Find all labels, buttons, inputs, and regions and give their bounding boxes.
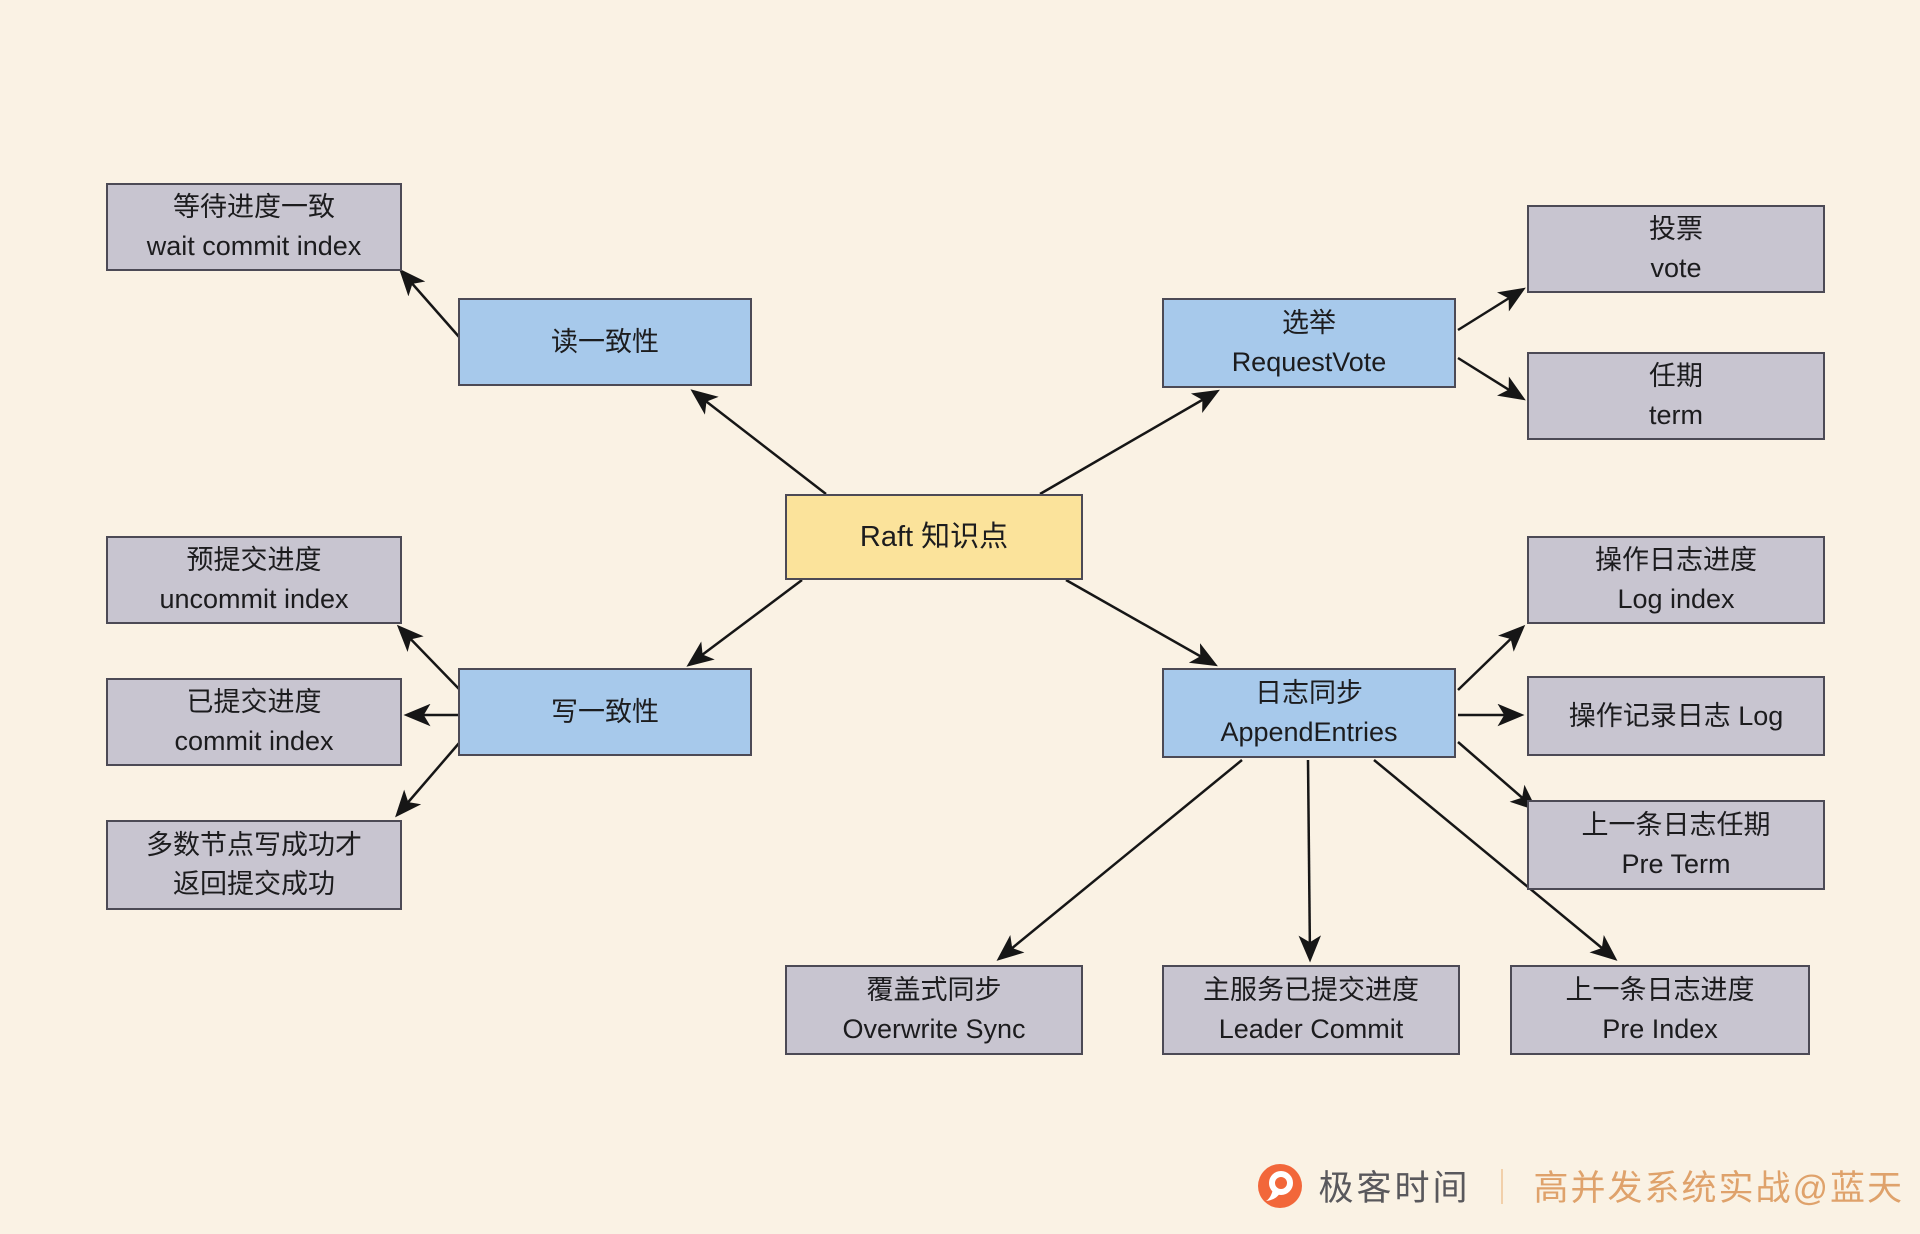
separator-bar: ｜ — [1484, 1169, 1520, 1208]
node-line: 任期 — [1649, 361, 1703, 391]
arrow-center-to-election — [1039, 389, 1220, 496]
node-read-consistency: 读一致性 — [458, 298, 752, 386]
node-line: 覆盖式同步 — [866, 975, 1002, 1005]
credit-text: 高并发系统实战@蓝天 — [1533, 1169, 1904, 1208]
geektime-logo-icon — [1256, 1162, 1304, 1210]
node-term: 任期 term — [1527, 352, 1825, 440]
node-line: 读一致性 — [551, 326, 659, 357]
node-line: Pre Index — [1602, 1014, 1718, 1044]
node-election-requestvote: 选举 RequestVote — [1162, 298, 1456, 388]
arrow-center-to-read — [690, 389, 827, 495]
node-leader-commit: 主服务已提交进度 Leader Commit — [1162, 965, 1460, 1055]
node-line: uncommit index — [159, 584, 349, 614]
node-vote: 投票 vote — [1527, 205, 1825, 293]
arrow-append-to-leadercommit — [1298, 759, 1322, 963]
node-line: Leader Commit — [1218, 1014, 1404, 1044]
node-line: 写一致性 — [551, 696, 659, 727]
node-uncommit-index: 预提交进度 uncommit index — [106, 536, 402, 624]
arrow-append-to-logindex — [1457, 624, 1526, 691]
arrow-write-to-majority — [395, 741, 461, 818]
node-operation-log: 操作记录日志 Log — [1527, 676, 1825, 756]
node-pre-term: 上一条日志任期 Pre Term — [1527, 800, 1825, 890]
node-line: Overwrite Sync — [842, 1014, 1026, 1044]
node-line: 选举 — [1282, 308, 1336, 338]
node-line: commit index — [174, 726, 334, 756]
node-line: 已提交进度 — [186, 687, 322, 717]
node-line: 操作日志进度 — [1595, 545, 1757, 575]
node-line: 上一条日志任期 — [1581, 810, 1771, 840]
node-line: 操作记录日志 Log — [1568, 700, 1784, 731]
node-line: wait commit index — [146, 231, 362, 261]
node-log-index: 操作日志进度 Log index — [1527, 536, 1825, 624]
node-line: 多数节点写成功才 — [146, 830, 362, 860]
arrow-read-to-wait — [399, 268, 461, 339]
node-pre-index: 上一条日志进度 Pre Index — [1510, 965, 1810, 1055]
node-line: RequestVote — [1231, 347, 1387, 377]
arrow-append-to-overwrite — [996, 759, 1243, 961]
arrow-write-to-uncommit — [396, 624, 461, 691]
node-line: term — [1649, 400, 1703, 430]
node-line: Raft 知识点 — [859, 520, 1009, 553]
node-wait-commit-index: 等待进度一致 wait commit index — [106, 183, 402, 271]
arrow-append-to-preterm — [1457, 741, 1538, 811]
node-line: Log index — [1617, 584, 1735, 614]
node-line: 上一条日志进度 — [1565, 975, 1755, 1005]
node-overwrite-sync: 覆盖式同步 Overwrite Sync — [785, 965, 1083, 1055]
node-raft-root: Raft 知识点 — [785, 494, 1083, 580]
node-line: Pre Term — [1621, 849, 1731, 879]
arrow-center-to-write — [686, 579, 803, 667]
node-line: 预提交进度 — [186, 545, 322, 575]
node-line: 投票 — [1649, 214, 1703, 244]
node-line: 等待进度一致 — [173, 192, 335, 222]
node-line: 返回提交成功 — [173, 869, 335, 899]
arrow-election-to-term — [1457, 356, 1526, 401]
node-line: AppendEntries — [1220, 717, 1398, 747]
node-commit-index: 已提交进度 commit index — [106, 678, 402, 766]
node-line: 主服务已提交进度 — [1203, 975, 1419, 1005]
node-write-consistency: 写一致性 — [458, 668, 752, 756]
node-line: 日志同步 — [1255, 678, 1363, 708]
node-line: vote — [1650, 253, 1702, 283]
arrow-election-to-vote — [1457, 287, 1526, 332]
arrow-center-to-append — [1065, 578, 1218, 667]
brand-text: 极客时间 — [1318, 1169, 1471, 1208]
node-log-sync-appendentries: 日志同步 AppendEntries — [1162, 668, 1456, 758]
node-majority-write-success: 多数节点写成功才 返回提交成功 — [106, 820, 402, 910]
footer-watermark: 极客时间 ｜ 高并发系统实战@蓝天 — [1256, 1160, 1904, 1211]
